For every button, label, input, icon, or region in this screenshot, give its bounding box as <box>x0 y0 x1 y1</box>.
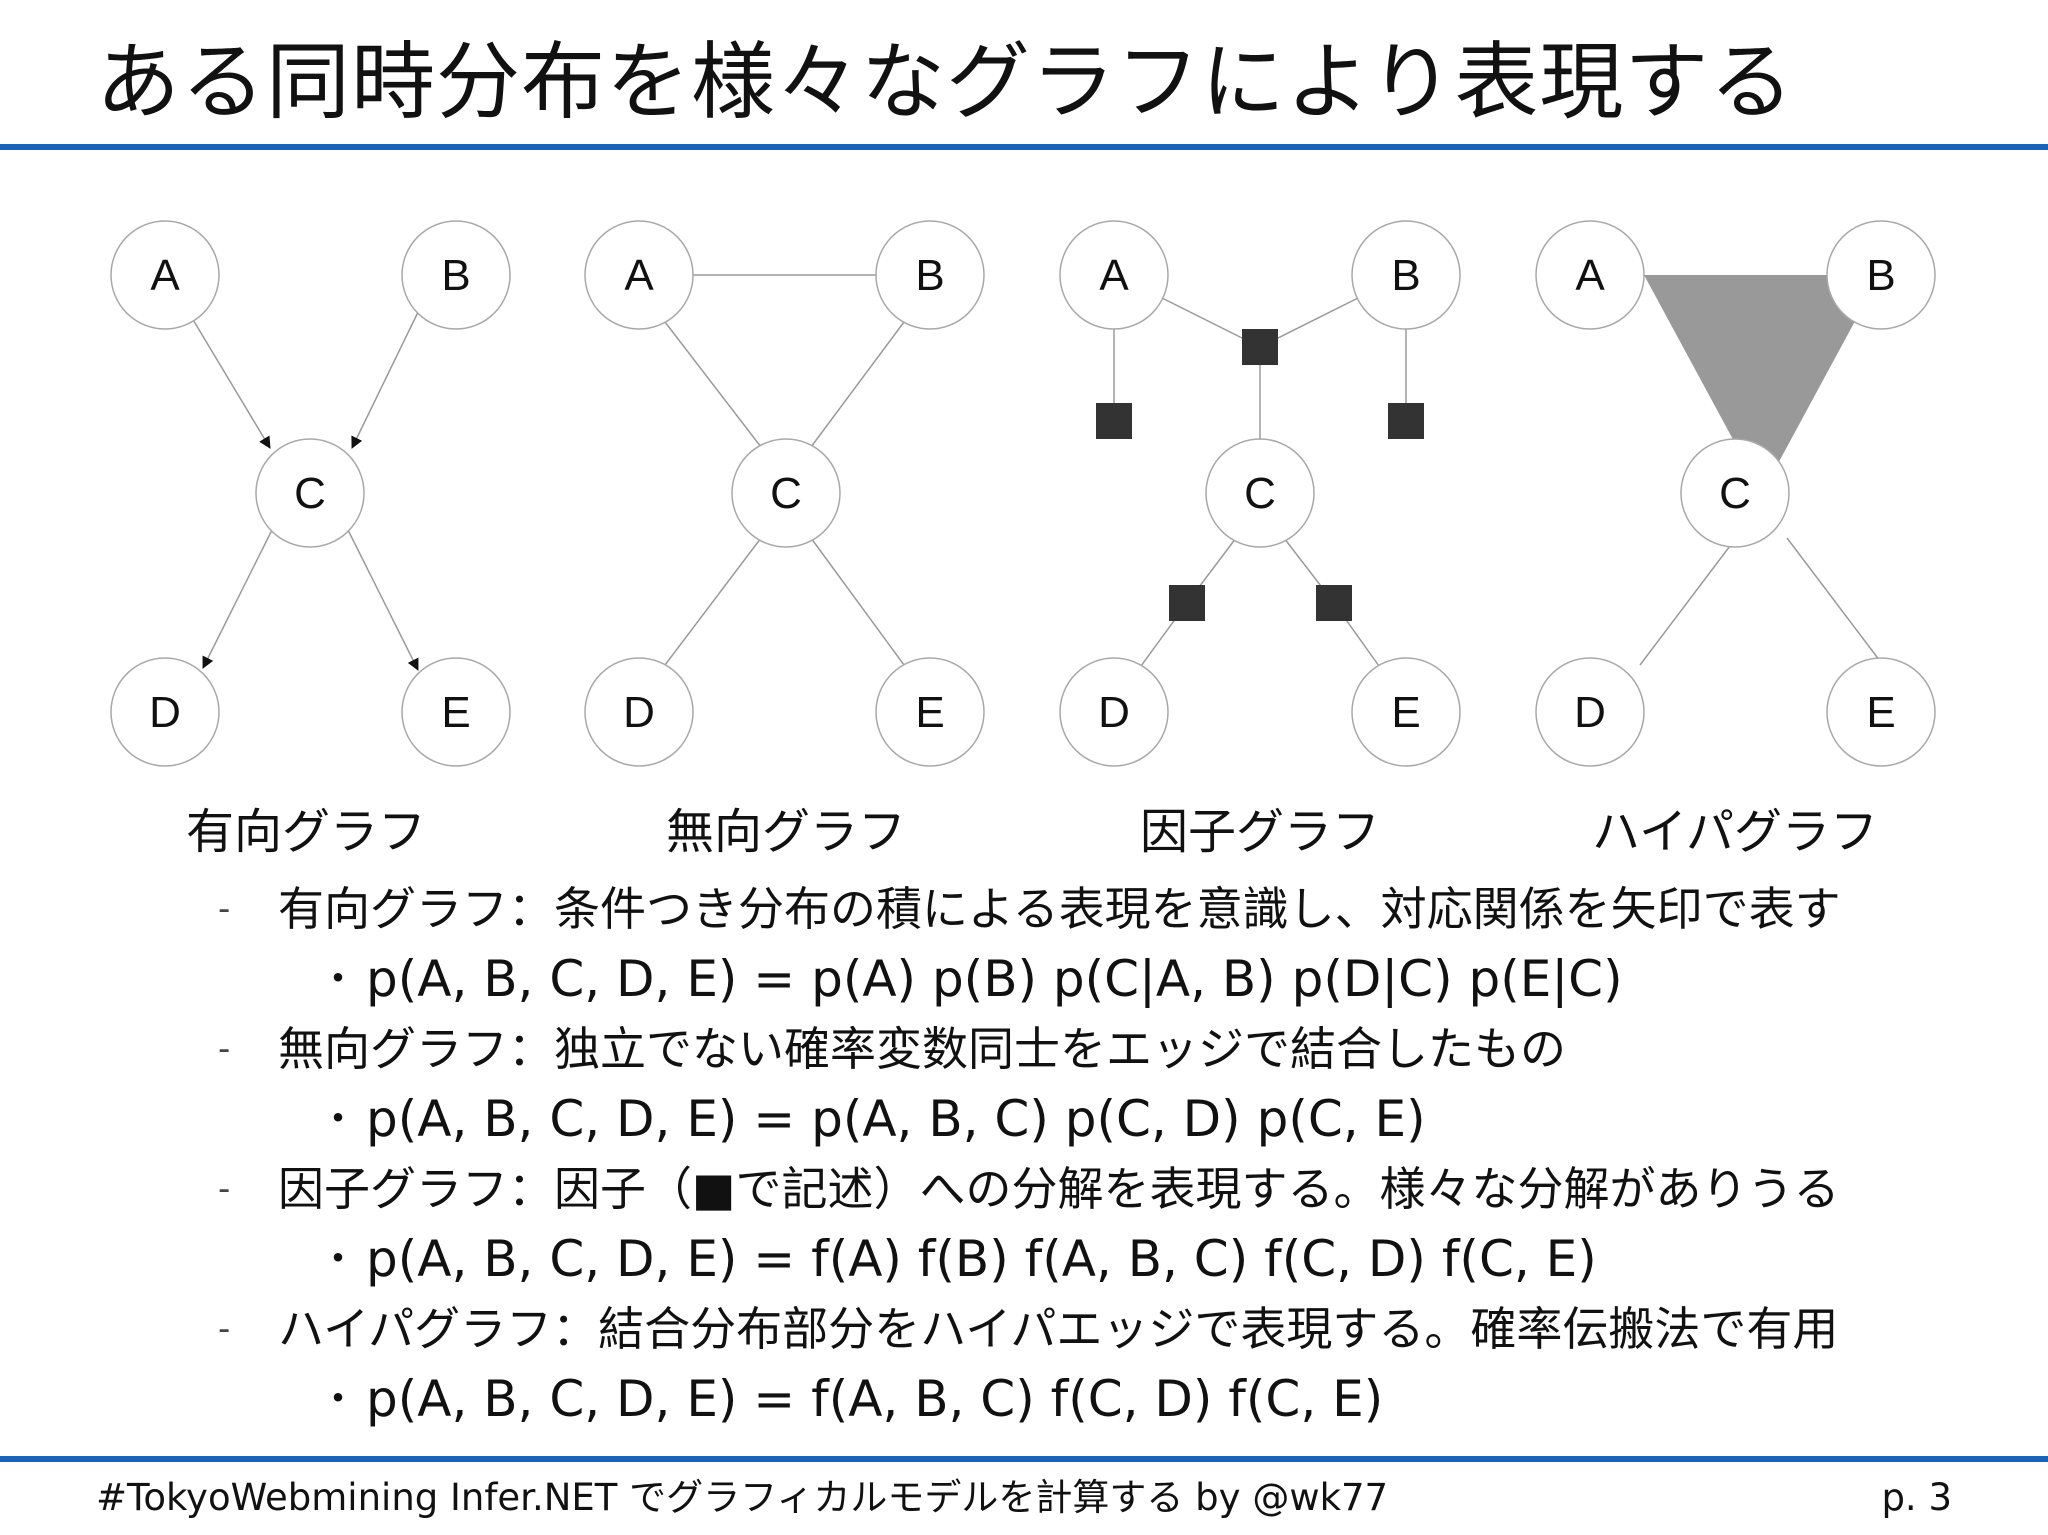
node-a <box>584 220 694 330</box>
node-c <box>1680 438 1790 548</box>
sub-bullet-dot: ・ <box>318 1376 358 1422</box>
sub-bullet-dot: ・ <box>318 956 358 1002</box>
edge-a-c <box>664 321 762 448</box>
node-c <box>731 438 841 548</box>
bullet-undirected-text: 無向グラフ：独立でない確率変数同士をエッジで結合したもの <box>278 1022 1566 1076</box>
bullet-factor-text: 因子グラフ：因子（■で記述）への分解を表現する。様々な分解がありうる <box>278 1162 1840 1216</box>
node-a-label: A <box>150 251 180 300</box>
node-c <box>1205 438 1315 548</box>
bullet-dash: - <box>218 1029 231 1069</box>
bullet-dash: - <box>218 1309 231 1349</box>
edge-c-e <box>810 537 905 666</box>
factor-graph: A B C D E <box>1059 220 1461 767</box>
node-c-label: C <box>1719 469 1751 518</box>
node-e-label: E <box>441 688 470 737</box>
edge-b-c <box>810 321 905 448</box>
node-e-label: E <box>915 688 944 737</box>
node-a-label: A <box>1575 251 1605 300</box>
node-d <box>110 657 220 767</box>
node-e-label: E <box>1391 688 1420 737</box>
bullet-directed-text: 有向グラフ：条件つき分布の積による表現を意識し、対応関係を矢印で表す <box>278 882 1841 936</box>
footer-rule <box>0 1456 2048 1462</box>
bullet-undirected-formula: p(A, B, C, D, E) = p(A, B, C) p(C, D) p(… <box>366 1090 1426 1148</box>
edge-b-c <box>351 307 421 449</box>
factor-cd <box>1169 585 1205 621</box>
node-d-label: D <box>623 688 655 737</box>
bullet-directed-formula: p(A, B, C, D, E) = p(A) p(B) p(C|A, B) p… <box>366 950 1623 1008</box>
node-b <box>1351 220 1461 330</box>
page-number: p. 3 <box>1881 1476 1952 1519</box>
hyperedge-abc <box>1644 275 1880 493</box>
bullet-factor-formula: p(A, B, C, D, E) = f(A) f(B) f(A, B, C) … <box>366 1230 1597 1288</box>
node-d-label: D <box>1574 688 1606 737</box>
node-c-label: C <box>770 469 802 518</box>
undirected-graph: A B C D E <box>584 220 985 767</box>
edge-c-e <box>347 529 419 671</box>
node-b-label: B <box>915 251 944 300</box>
node-b-label: B <box>1391 251 1420 300</box>
node-c <box>255 438 365 548</box>
node-b-label: B <box>441 251 470 300</box>
node-b <box>875 220 985 330</box>
graph-label-hyper: ハイパグラフ <box>1591 804 1879 860</box>
factor-b <box>1388 403 1424 439</box>
node-d-label: D <box>149 688 181 737</box>
footer-text: #TokyoWebmining Infer.NET でグラフィカルモデルを計算す… <box>96 1476 1389 1519</box>
node-c-label: C <box>1244 469 1276 518</box>
node-d <box>1059 657 1169 767</box>
directed-graph: A B C D E <box>110 220 511 767</box>
edge-c-d <box>664 537 762 666</box>
node-a-label: A <box>1099 251 1129 300</box>
factor-abc <box>1242 329 1278 365</box>
edge-a-c <box>185 307 271 449</box>
node-d-label: D <box>1098 688 1130 737</box>
slide-title: ある同時分布を様々なグラフにより表現する <box>96 33 1795 131</box>
factor-a <box>1096 403 1132 439</box>
node-b-label: B <box>1866 251 1895 300</box>
graph-label-undirected: 無向グラフ <box>665 804 906 860</box>
bullet-dash: - <box>218 1169 231 1209</box>
node-a-label: A <box>624 251 654 300</box>
node-e <box>1351 657 1461 767</box>
edge-c-d <box>1639 537 1737 666</box>
node-a <box>1535 220 1645 330</box>
hyper-graph: A B C D E <box>1535 220 1936 767</box>
edge-c-d <box>202 529 273 669</box>
node-b <box>1826 220 1936 330</box>
title-rule <box>0 144 2048 150</box>
node-a <box>110 220 220 330</box>
node-d <box>1535 657 1645 767</box>
graph-label-directed: 有向グラフ <box>185 804 426 860</box>
node-e-label: E <box>1866 688 1895 737</box>
graph-label-factor: 因子グラフ <box>1139 804 1380 860</box>
node-d <box>584 657 694 767</box>
node-b <box>401 220 511 330</box>
bullet-dash: - <box>218 889 231 929</box>
node-e <box>875 657 985 767</box>
node-e <box>1826 657 1936 767</box>
edge-c-e <box>1786 537 1884 666</box>
bullet-hyper-formula: p(A, B, C, D, E) = f(A, B, C) f(C, D) f(… <box>366 1370 1384 1428</box>
sub-bullet-dot: ・ <box>318 1236 358 1282</box>
node-a <box>1059 220 1169 330</box>
node-e <box>401 657 511 767</box>
bullet-hyper-text: ハイパグラフ：結合分布部分をハイパエッジで表現する。確率伝搬法で有用 <box>278 1302 1839 1356</box>
factor-ce <box>1316 585 1352 621</box>
node-c-label: C <box>294 469 326 518</box>
sub-bullet-dot: ・ <box>318 1096 358 1142</box>
